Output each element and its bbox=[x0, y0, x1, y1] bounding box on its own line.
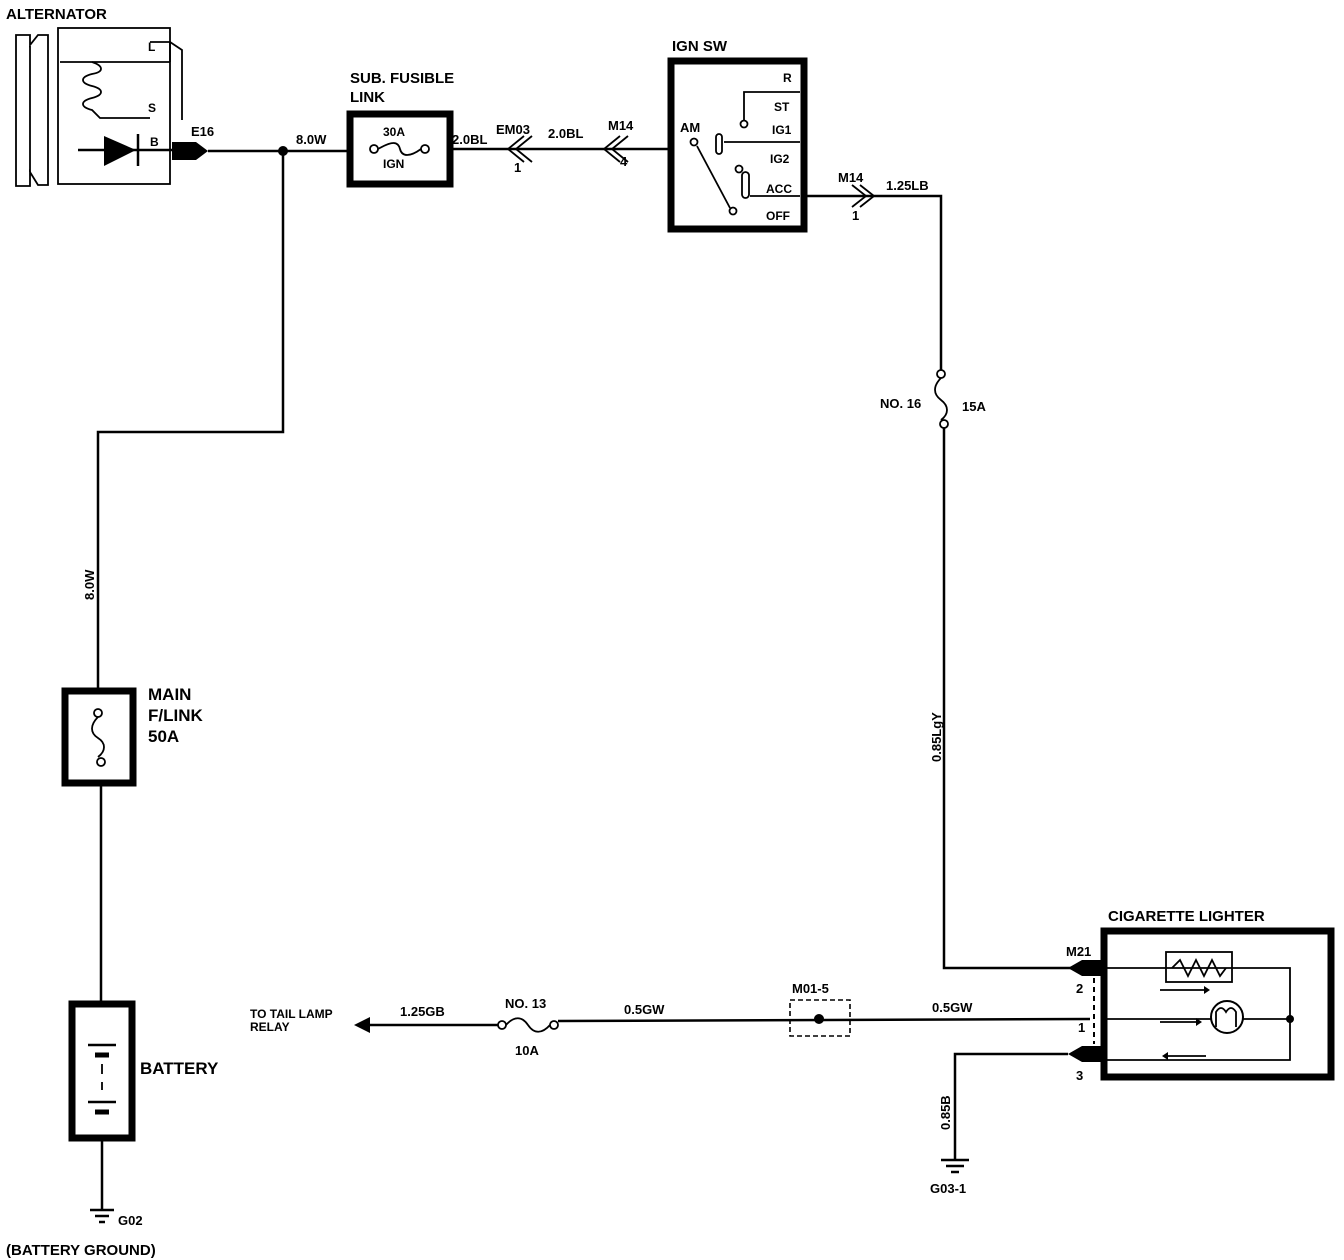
sub-link-title-1: SUB. FUSIBLE bbox=[350, 70, 454, 87]
joint-name: M01-5 bbox=[792, 981, 829, 996]
terminal-l: L bbox=[148, 40, 155, 54]
heater-element-icon bbox=[1171, 957, 1227, 979]
tail-lamp-line2: RELAY bbox=[250, 1020, 290, 1034]
main-link-line2: F/LINK bbox=[148, 706, 203, 725]
main-link-line3: 50A bbox=[148, 727, 179, 746]
fuse-13-rating: 10A bbox=[515, 1043, 539, 1058]
main-link-line1: MAIN bbox=[148, 685, 191, 704]
lighter-title: CIGARETTE LIGHTER bbox=[1108, 908, 1265, 925]
coil-icon bbox=[82, 61, 150, 119]
sub-link-rating: 30A bbox=[383, 125, 405, 139]
arrow-left-icon bbox=[354, 1017, 370, 1033]
tail-lamp-line1: TO TAIL LAMP bbox=[250, 1007, 333, 1021]
sub-link-title-2: LINK bbox=[350, 89, 385, 106]
lighter-pin-3: 3 bbox=[1076, 1068, 1083, 1083]
cigarette-lighter: CIGARETTE LIGHTER M21 2 1 3 bbox=[1066, 908, 1335, 1083]
connector-m14-in-pin: 4 bbox=[620, 154, 628, 169]
wire-label-alt: 8.0W bbox=[296, 132, 327, 147]
wire-label-em03-out: 2.0BL bbox=[548, 126, 583, 141]
lamp-icon bbox=[1215, 1007, 1237, 1027]
wire-label-lighter-ground: 0.85B bbox=[938, 1095, 953, 1130]
wire-label-joint-out: 0.5GW bbox=[932, 1000, 973, 1015]
ign-sw-ig1: IG1 bbox=[772, 123, 792, 137]
wire-label-batt: 8.0W bbox=[82, 569, 97, 600]
connector-m14-out: M14 bbox=[838, 170, 864, 185]
terminal-s: S bbox=[148, 101, 156, 115]
alternator-pulley-icon bbox=[15, 34, 49, 187]
wire-label-acc: 1.25LB bbox=[886, 178, 929, 193]
fuse-13-name: NO. 13 bbox=[505, 996, 546, 1011]
lighter-connector: M21 bbox=[1066, 944, 1091, 959]
ign-sw-am: AM bbox=[680, 120, 700, 135]
sub-fusible-link: SUB. FUSIBLE LINK 30A IGN bbox=[346, 70, 454, 188]
ign-sw-ig2: IG2 bbox=[770, 152, 790, 166]
connector-em03: EM03 bbox=[496, 122, 530, 137]
lighter-pin-2: 2 bbox=[1076, 981, 1083, 996]
ground-g03: G03-1 bbox=[930, 1181, 966, 1196]
wire-label-fuse16-out: 0.85LgY bbox=[929, 712, 944, 762]
diode-icon bbox=[104, 136, 136, 166]
battery: BATTERY bbox=[68, 1000, 219, 1142]
battery-title: BATTERY bbox=[140, 1059, 219, 1078]
connector-m14-out-pin: 1 bbox=[852, 208, 859, 223]
ign-sw-off: OFF bbox=[766, 209, 790, 223]
alternator: ALTERNATOR L S B E16 bbox=[6, 6, 214, 187]
wire-label-tail: 1.25GB bbox=[400, 1004, 445, 1019]
lighter-pin-1: 1 bbox=[1078, 1020, 1085, 1035]
sub-link-name: IGN bbox=[383, 157, 404, 171]
fuse-16-name: NO. 16 bbox=[880, 396, 921, 411]
battery-ground-label: (BATTERY GROUND) bbox=[6, 1242, 156, 1259]
ground-g03-icon bbox=[941, 1158, 969, 1174]
ign-sw-r: R bbox=[783, 71, 792, 85]
connector-e16: E16 bbox=[191, 124, 214, 139]
alternator-body bbox=[57, 27, 171, 185]
wire-label-link-out: 2.0BL bbox=[452, 132, 487, 147]
connector-em03-pin: 1 bbox=[514, 160, 521, 175]
main-fusible-link: MAIN F/LINK 50A bbox=[61, 685, 203, 787]
ground-g02: G02 bbox=[118, 1213, 143, 1228]
fuse-16: NO. 16 15A bbox=[880, 369, 986, 429]
terminal-b: B bbox=[150, 135, 159, 149]
fuse-13: NO. 13 10A bbox=[497, 996, 559, 1058]
fuse-16-rating: 15A bbox=[962, 399, 986, 414]
ign-sw-st: ST bbox=[774, 100, 790, 114]
wire-label-fuse13-out: 0.5GW bbox=[624, 1002, 665, 1017]
joint-connector-m01-5: M01-5 bbox=[789, 981, 851, 1037]
ign-sw-acc: ACC bbox=[766, 182, 792, 196]
alternator-title: ALTERNATOR bbox=[6, 6, 107, 23]
ign-sw-title: IGN SW bbox=[672, 38, 728, 55]
ignition-switch: IGN SW AM R ST IG1 IG2 ACC OFF bbox=[667, 38, 808, 233]
ground-g02-icon bbox=[90, 1208, 114, 1224]
connector-m14-in: M14 bbox=[608, 118, 634, 133]
